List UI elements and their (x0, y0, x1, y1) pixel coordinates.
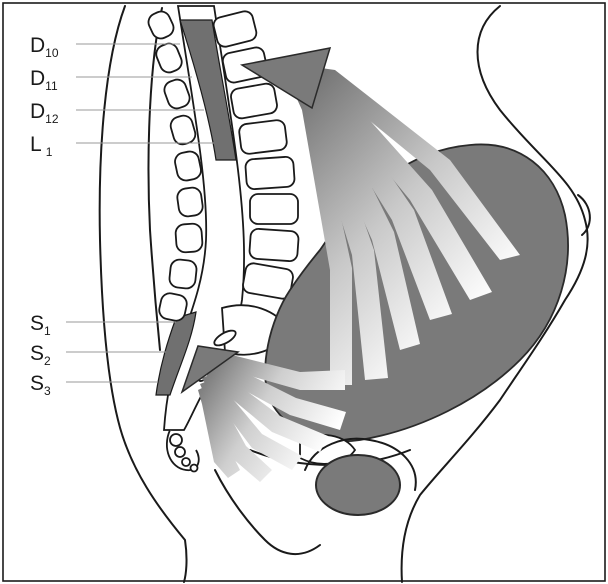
label-s1-letter: S (30, 312, 44, 335)
label-s3-number: 3 (44, 384, 51, 398)
label-d10: D10 (30, 34, 59, 60)
spinous-process (169, 114, 198, 147)
vertebra (230, 82, 279, 119)
label-d11: D11 (30, 67, 58, 93)
spinous-process (169, 259, 198, 290)
label-d11-number: 11 (45, 79, 58, 93)
bladder (316, 455, 400, 515)
label-s2-number: 2 (44, 354, 51, 368)
vertebra (245, 156, 295, 189)
coccyx-bone (191, 465, 198, 472)
coccyx-bone (175, 447, 185, 457)
label-d12-number: 12 (45, 112, 59, 126)
label-d12: D12 (30, 100, 59, 126)
vertebra (250, 194, 298, 224)
coccyx-bone (182, 458, 190, 466)
label-s2: S2 (30, 342, 51, 368)
label-s2-letter: S (30, 342, 44, 365)
label-d11-letter: D (30, 67, 45, 90)
spinous-process (162, 77, 192, 111)
spinous-process (175, 223, 203, 253)
spinous-process (176, 186, 204, 217)
spinous-process (146, 9, 177, 42)
label-l1-letter: L (30, 133, 42, 156)
spinous-process (154, 41, 185, 75)
perineum-contour (215, 470, 320, 554)
label-s1: S1 (30, 312, 51, 338)
coccyx-bone (170, 434, 182, 446)
label-d10-number: 10 (45, 46, 59, 60)
label-d10-letter: D (30, 34, 45, 57)
label-s3: S3 (30, 372, 51, 398)
spinous-process (173, 150, 202, 182)
spinous-process (158, 292, 189, 323)
label-d12-letter: D (30, 100, 45, 123)
label-s3-letter: S (30, 372, 44, 395)
vertebra (238, 119, 287, 154)
label-l1-number: 1 (46, 145, 53, 159)
vertebra (249, 228, 299, 261)
vertebra (212, 10, 258, 49)
label-s1-number: 1 (44, 324, 51, 338)
